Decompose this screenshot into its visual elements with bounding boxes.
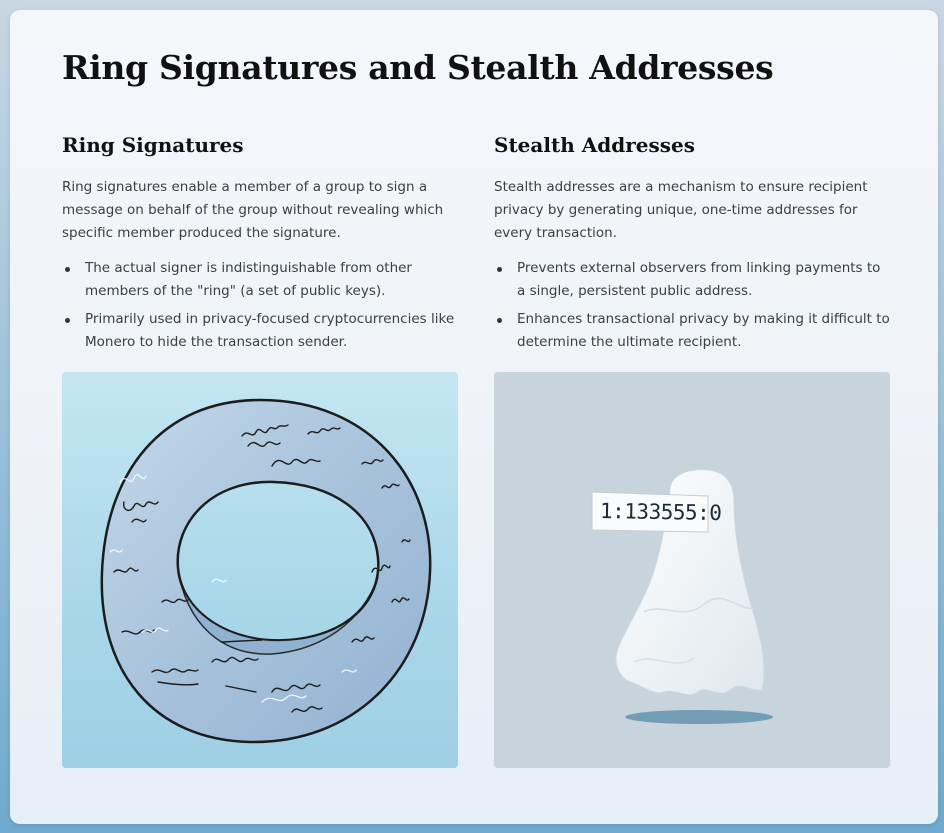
ring-signatures-heading: Ring Signatures [62, 133, 244, 157]
stealth-address-illustration: 1:133555:0 [494, 372, 890, 768]
ring-signatures-bullets: The actual signer is indistinguishable f… [62, 257, 458, 354]
stealth-addresses-description: Stealth addresses are a mechanism to ens… [494, 179, 868, 241]
ghost-address-image [591, 469, 773, 724]
content-card: Ring Signatures and Stealth Addresses Ri… [10, 10, 938, 824]
stealth-addresses-bullets: Prevents external observers from linking… [494, 257, 890, 354]
stealth-addresses-heading: Stealth Addresses [494, 133, 695, 157]
shadow-ellipse [625, 710, 773, 724]
stealth-address-label: 1:133555:0 [599, 498, 722, 526]
ring-signatures-description: Ring signatures enable a member of a gro… [62, 179, 444, 241]
stealth-addresses-section: Stealth Addresses Stealth addresses are … [494, 130, 890, 359]
ring-signatures-section: Ring Signatures Ring signatures enable a… [62, 130, 458, 359]
list-item: Enhances transactional privacy by making… [494, 308, 890, 354]
list-item: Prevents external observers from linking… [494, 257, 890, 303]
ring-signature-illustration [62, 372, 458, 768]
page-title: Ring Signatures and Stealth Addresses [62, 48, 774, 87]
list-item: Primarily used in privacy-focused crypto… [62, 308, 458, 354]
list-item: The actual signer is indistinguishable f… [62, 257, 458, 303]
signature-ring-image [100, 398, 432, 744]
address-tag [591, 491, 709, 533]
